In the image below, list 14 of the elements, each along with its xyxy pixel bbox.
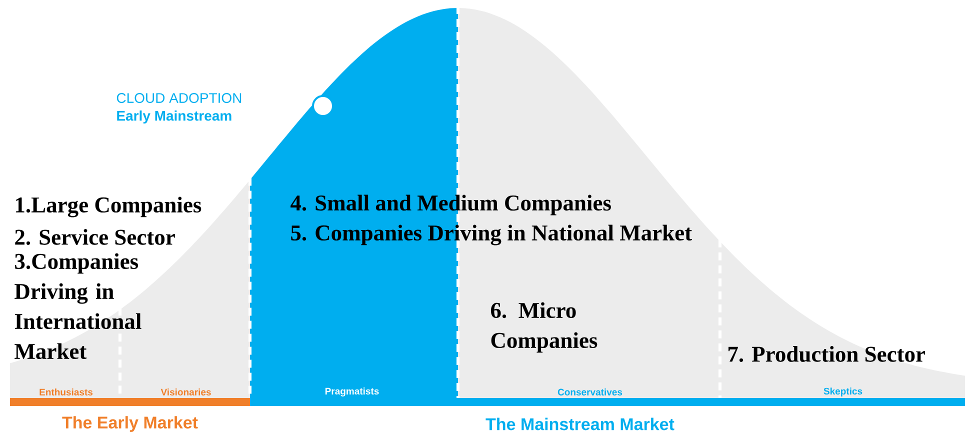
list-item: 2. Service Sector bbox=[15, 229, 175, 245]
list-item: 7. Production Sector bbox=[728, 346, 926, 362]
annotation-text: CLOUD ADOPTION bbox=[116, 93, 242, 103]
market-label: The Mainstream Market bbox=[486, 418, 674, 430]
segment-label: Enthusiasts bbox=[40, 388, 93, 396]
segment-label: Conservatives bbox=[558, 388, 622, 396]
segment-label: Pragmatists bbox=[325, 388, 379, 396]
market-label: The Early Market bbox=[62, 416, 198, 432]
annotation-text: Early Mainstream bbox=[117, 110, 232, 124]
segment-label: Visionaries bbox=[160, 388, 211, 396]
segment-label: Skeptics bbox=[824, 388, 862, 396]
list-item: 1.Large Companies bbox=[16, 196, 202, 218]
list-item: 3.Companies Driving in International Market bbox=[14, 253, 142, 360]
list-item: 6. Micro Companies bbox=[490, 302, 598, 353]
